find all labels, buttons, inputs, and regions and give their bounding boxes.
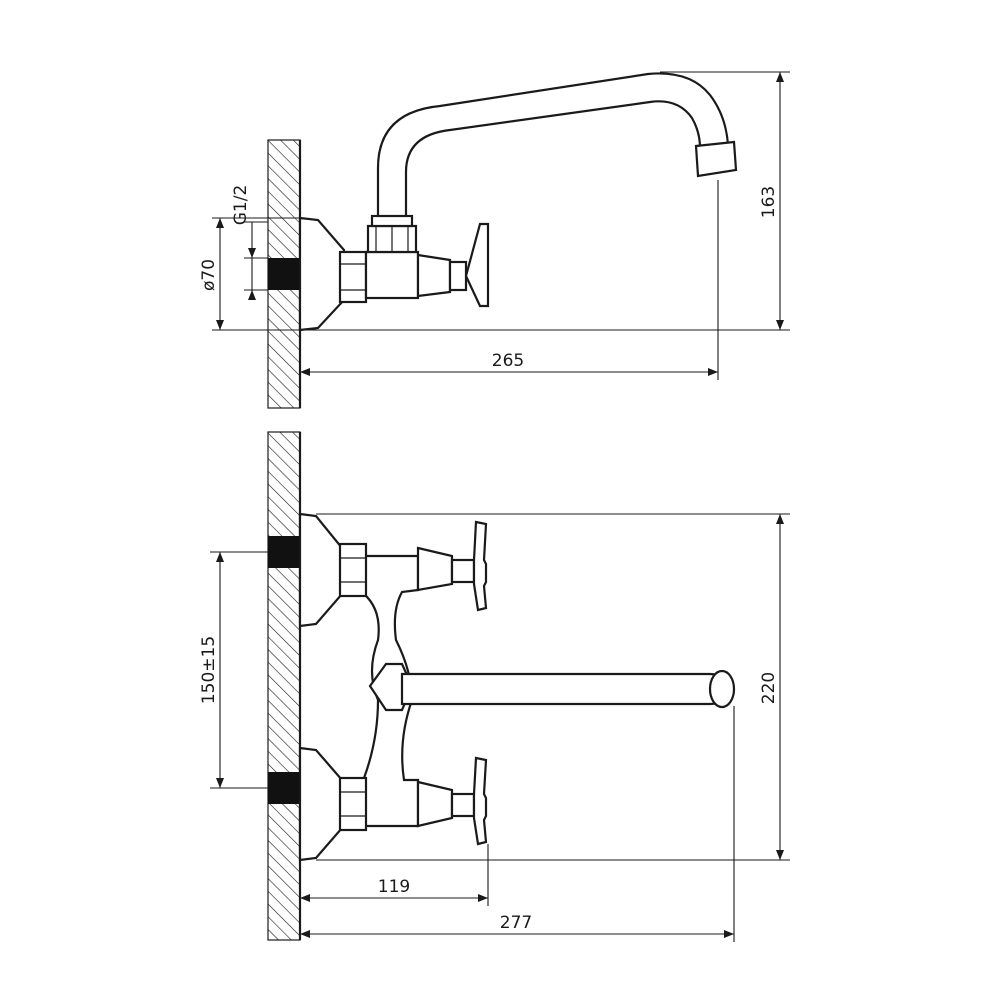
dim-reach-277: 277 [300,706,735,942]
dim-diameter: ø70 [199,217,300,331]
cross-handle-top [464,222,490,308]
label-handle-119: 119 [378,877,410,897]
escutcheon-top [298,216,346,332]
label-diameter: ø70 [199,259,219,291]
cross-handle-lower [472,756,488,846]
escutcheon-upper [298,512,344,628]
escutcheon-lower [298,746,344,862]
dim-height-163: 163 [300,71,790,331]
front-view: 150±15 220 119 277 [199,431,790,942]
valve-body-top [364,250,420,300]
spindle-top [448,260,468,292]
cross-handle-upper [472,520,488,612]
thread-insert-lower [268,772,300,804]
spout-tip [708,669,736,709]
spindle-lower [450,792,476,818]
label-height-163: 163 [759,186,779,218]
spout-tube-top [376,72,730,216]
label-spacing: 150±15 [199,636,219,704]
spout-front [400,672,728,706]
top-view: G1/2 ø70 163 265 [199,71,790,409]
spindle-upper [450,558,476,584]
label-g12: G1/2 [231,185,251,226]
dim-reach-265: 265 [300,180,719,380]
hex-nut-top [338,250,368,304]
spout-nut-top [366,214,418,254]
dim-g12: G1/2 [231,185,268,300]
thread-insert-upper [268,536,300,568]
dim-handle-119: 119 [300,844,489,906]
dim-height-220: 220 [316,513,790,861]
aerator-top [694,140,738,178]
label-height-220: 220 [759,672,779,704]
label-reach-265: 265 [492,351,524,371]
hex-nut-upper [338,542,368,598]
hex-nut-lower [338,776,368,832]
cartridge-top [416,253,452,298]
wall-hatch-front [267,431,301,941]
label-reach-277: 277 [500,913,532,933]
thread-insert-top [268,258,300,290]
cartridge-lower [416,780,454,828]
cartridge-upper [416,546,454,592]
spout-tube-inner-top [404,100,702,216]
dim-spacing: 150±15 [199,551,268,789]
